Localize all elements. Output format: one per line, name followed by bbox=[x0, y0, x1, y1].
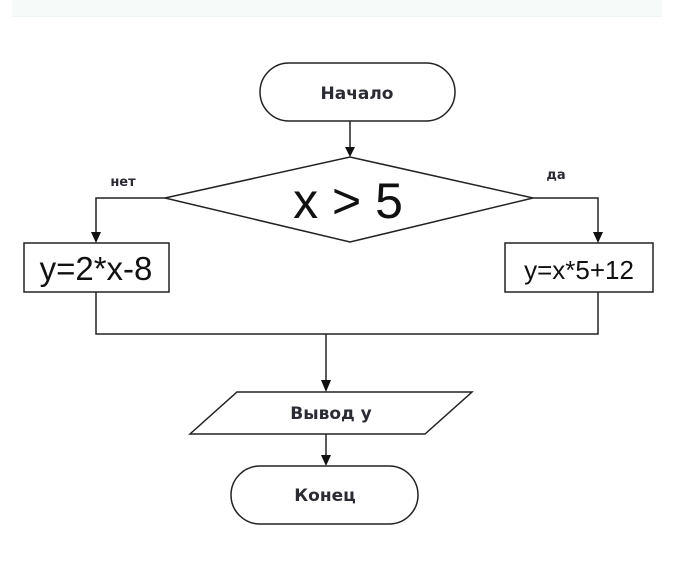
arrowhead-icon bbox=[321, 380, 331, 392]
arrowhead-icon bbox=[91, 232, 101, 243]
branch-no-label: нет bbox=[110, 175, 136, 190]
process-yes-box bbox=[504, 242, 654, 293]
start-label: Начало bbox=[321, 84, 394, 104]
arrowhead-icon bbox=[593, 232, 603, 243]
decision-label: x > 5 bbox=[293, 173, 403, 229]
start-terminal bbox=[259, 62, 456, 122]
connector-yes bbox=[533, 197, 599, 232]
arrowhead-icon bbox=[345, 147, 355, 157]
process-no-box bbox=[23, 242, 170, 293]
merge-connector bbox=[95, 292, 599, 335]
top-band bbox=[12, 0, 662, 17]
output-label: Вывод y bbox=[290, 404, 372, 424]
branch-yes-label: да bbox=[546, 168, 565, 183]
end-terminal bbox=[230, 465, 419, 525]
connector-no bbox=[95, 197, 165, 232]
process-no-label: y=2*x-8 bbox=[40, 250, 153, 287]
end-label: Конец bbox=[294, 486, 355, 506]
process-yes-label: y=x*5+12 bbox=[524, 255, 634, 285]
output-parallelogram bbox=[188, 391, 474, 435]
arrowhead-icon bbox=[321, 455, 331, 466]
